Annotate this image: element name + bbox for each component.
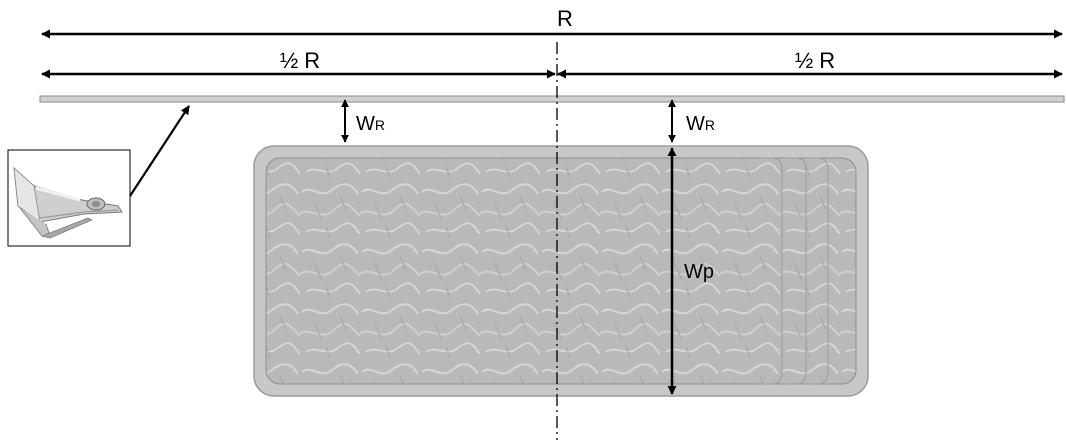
total-span-label: R	[557, 6, 573, 31]
half-span-left-label: ½ R	[280, 48, 320, 73]
aluminium-rail-profile-icon	[13, 166, 123, 239]
gap-right-subscript: R	[705, 117, 715, 133]
rail-track	[39, 95, 1065, 103]
gap-left-subscript: R	[375, 117, 385, 133]
gap-right-label: WR	[686, 113, 715, 135]
cover-panel-edge-2	[784, 157, 807, 385]
cover-panel-edge-3	[806, 157, 829, 385]
pool-width-label: Wp	[684, 261, 714, 283]
half-span-right-label: ½ R	[795, 48, 835, 73]
inset-pointer-arrow	[129, 105, 190, 197]
gap-left-label: WR	[356, 113, 385, 135]
cover-panel-edge-1	[760, 157, 783, 385]
pool-water	[265, 157, 857, 385]
